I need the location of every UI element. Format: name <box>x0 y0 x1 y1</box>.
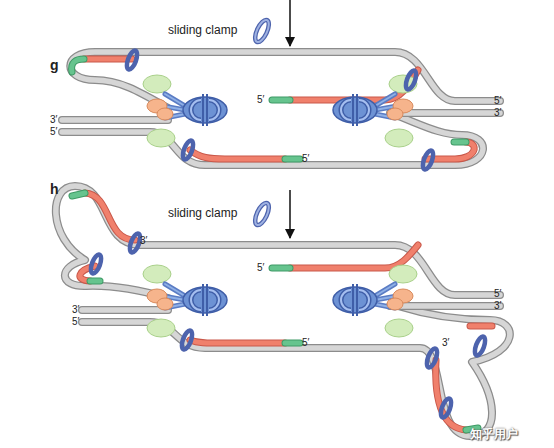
strand-end: 3′ <box>72 305 79 315</box>
strand-end: 5′ <box>302 154 309 164</box>
strand-end: 5′ <box>257 263 264 273</box>
process-label: sliding clamp <box>168 207 237 219</box>
strand-end: 5′ <box>50 127 57 137</box>
strand-end: 3′ <box>442 338 449 348</box>
watermark: 知乎用户 <box>470 428 518 440</box>
panel-letter: h <box>50 182 59 196</box>
panel-letter: g <box>50 58 59 72</box>
strand-end: 3′ <box>494 108 501 118</box>
strand-end: 5′ <box>494 289 501 299</box>
strand-end: 5′ <box>257 95 264 105</box>
strand-end: 3′ <box>50 115 57 125</box>
process-label: sliding clamp <box>168 24 237 36</box>
strand-end: 5′ <box>72 317 79 327</box>
strand-end: 3′ <box>494 301 501 311</box>
strand-end: 5′ <box>494 96 501 106</box>
strand-end: 5′ <box>302 338 309 348</box>
strand-end: 3′ <box>140 236 147 246</box>
